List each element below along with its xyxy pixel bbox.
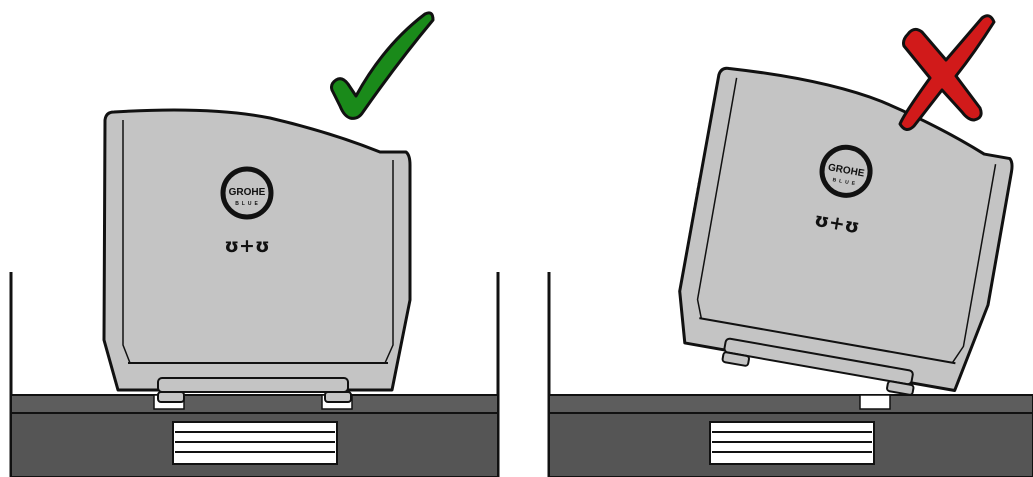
base-top-strip: [548, 394, 1033, 414]
cross-icon: [898, 14, 996, 131]
base-vent: [172, 421, 338, 465]
filter-cartridge-tilted: GROHE BLUE ʊ+ʊ: [678, 66, 1014, 396]
mount-pad: [859, 394, 891, 410]
svg-text:GROHE: GROHE: [229, 187, 266, 198]
base-top-strip: [10, 394, 499, 414]
care-symbol: ʊ+ʊ: [224, 235, 269, 257]
svg-text:BLUE: BLUE: [235, 201, 261, 207]
brand-logo: GROHE BLUE: [819, 144, 873, 198]
filter-cartridge-upright: GROHE BLUE ʊ+ʊ: [102, 108, 412, 403]
svg-text:BLUE: BLUE: [832, 177, 858, 187]
brand-logo: GROHE BLUE: [220, 166, 274, 220]
panel-correct: GROHE BLUE ʊ+ʊ: [9, 11, 500, 477]
checkmark-icon: [330, 11, 435, 120]
base-vent: [709, 421, 875, 465]
panel-incorrect: GROHE BLUE ʊ+ʊ: [547, 14, 1033, 477]
